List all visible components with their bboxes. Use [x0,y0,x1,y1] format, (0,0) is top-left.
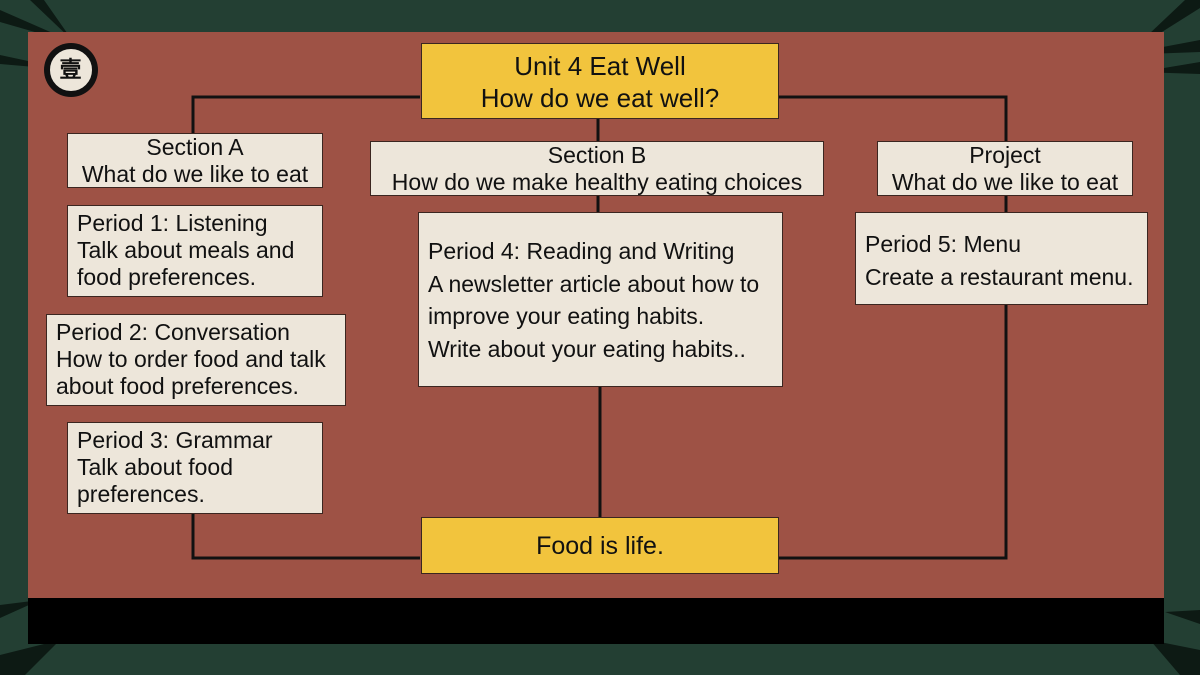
section-a-header: Section A What do we like to eat [67,133,323,188]
section-a-title: Section A [146,134,244,160]
connector-bottom-right [779,305,1008,560]
badge-glyph: 壹 [59,57,82,83]
connector-top-right [779,95,1008,141]
period-4-title: Period 4: Reading and Writing [428,238,735,264]
period-1-title: Period 1: Listening [77,210,268,236]
section-a-subtitle: What do we like to eat [81,161,309,187]
period-5-box: Period 5: Menu Create a restaurant menu. [855,212,1148,305]
period-1-line: food preferences. [77,264,257,290]
project-header: Project What do we like to eat [877,141,1133,196]
period-5-line: Create a restaurant menu. [865,264,1134,290]
period-4-line: Write about your eating habits.. [428,335,746,362]
connector-top-left [191,95,420,133]
food-is-life-text: Food is life. [536,532,664,560]
unit-title: Unit 4 Eat Well [514,51,686,81]
period-3-line: preferences. [77,481,205,507]
period-1-box: Period 1: Listening Talk about meals and… [67,205,323,297]
period-4-box: Period 4: Reading and Writing A newslett… [418,212,783,387]
period-4-line: A newsletter article about how to [428,270,760,297]
unit-question: How do we eat well? [480,83,720,113]
period-4-line: improve your eating habits. [428,303,705,329]
connector-bottom-left [191,513,420,560]
project-subtitle: What do we like to eat [891,169,1119,195]
section-badge: 壹 [44,43,98,97]
panel-shadow [28,598,1164,644]
project-title: Project [969,142,1041,168]
period-2-title: Period 2: Conversation [56,319,290,345]
food-is-life-box: Food is life. [421,517,779,574]
period-1-line: Talk about meals and [77,237,295,263]
period-5-title: Period 5: Menu [865,231,1021,257]
period-3-box: Period 3: Grammar Talk about food prefer… [67,422,323,514]
period-2-box: Period 2: Conversation How to order food… [46,314,346,406]
unit-title-box: Unit 4 Eat Well How do we eat well? [421,43,779,119]
period-3-line: Talk about food [77,454,234,480]
period-2-line: How to order food and talk [56,346,326,372]
section-b-title: Section B [547,142,647,168]
period-2-line: about food preferences. [56,373,299,399]
period-3-title: Period 3: Grammar [77,427,273,453]
section-b-subtitle: How do we make healthy eating choices [391,169,803,195]
section-b-header: Section B How do we make healthy eating … [370,141,824,196]
